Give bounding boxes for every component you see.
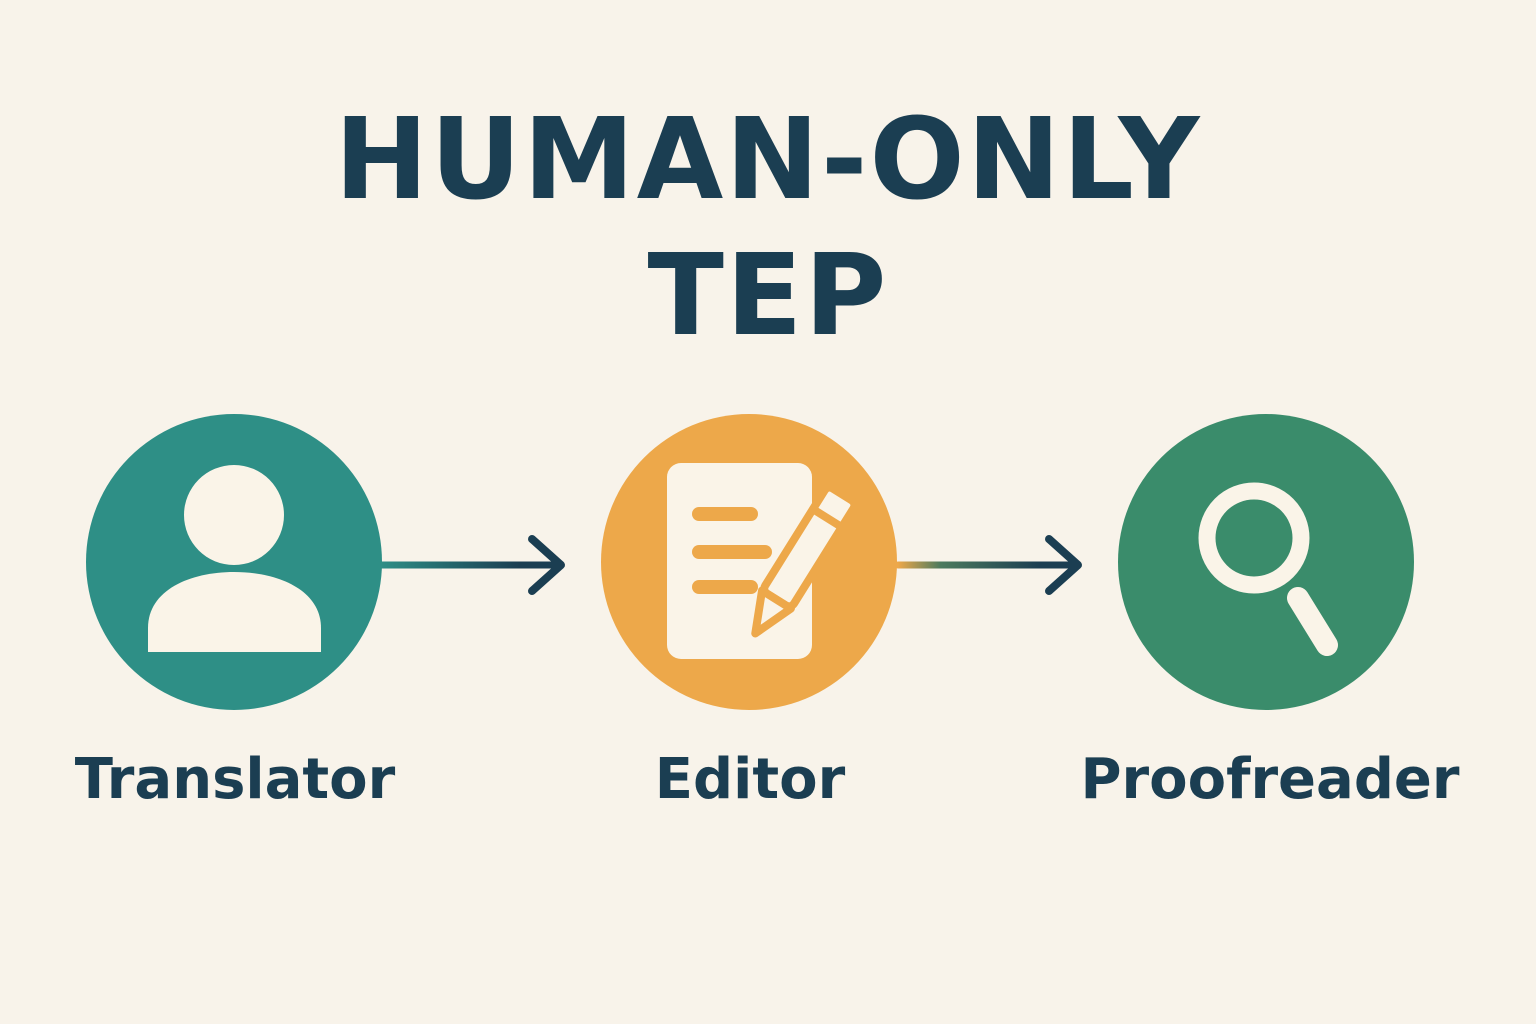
arrow-head	[1045, 535, 1082, 595]
editor-label: Editor	[654, 747, 846, 812]
person-icon	[148, 465, 321, 652]
proofreader-circle	[1118, 414, 1414, 710]
proofreader-node	[1118, 414, 1414, 710]
title-line-2: TEP	[647, 231, 889, 361]
translator-node	[86, 414, 382, 710]
title-line-1: HUMAN-ONLY	[334, 95, 1202, 225]
proofreader-label: Proofreader	[1080, 747, 1460, 812]
arrow-translator-to-editor	[376, 535, 565, 595]
editor-node	[601, 414, 897, 710]
arrow-head	[528, 535, 565, 595]
translator-label: Translator	[74, 747, 396, 812]
arrow-editor-to-proofreader	[894, 535, 1082, 595]
magnifying-glass-icon	[1198, 482, 1338, 656]
document-pencil-icon	[667, 463, 859, 659]
